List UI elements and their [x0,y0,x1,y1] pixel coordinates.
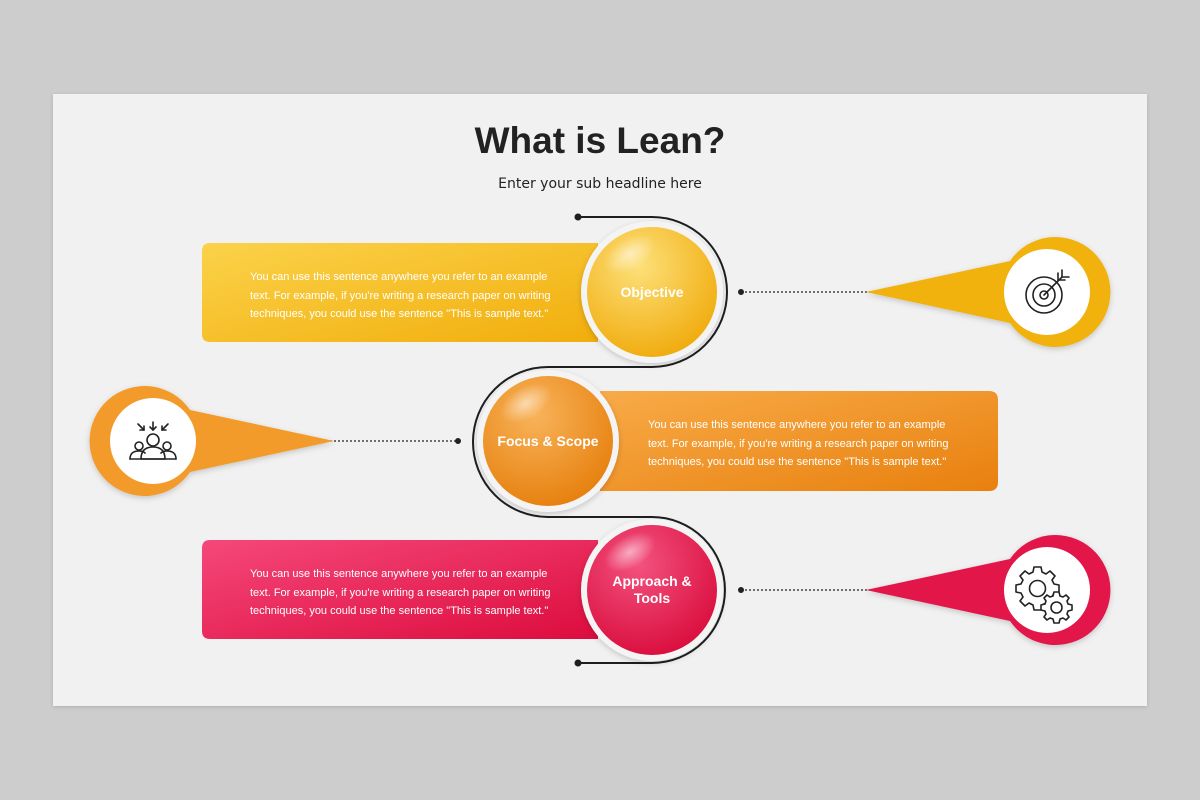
flow-end-dot [574,659,582,667]
objective-pin [866,237,1111,347]
focus-pin [89,385,334,496]
approach-pin [866,535,1111,645]
objective-label: Objective [620,284,684,300]
focus-label: Focus & Scope [497,433,599,449]
flow-line [472,216,728,664]
page-subtitle: Enter your sub headline here [498,176,702,192]
objective-text-bar [202,243,598,342]
gears-icon [1015,566,1073,624]
approach-text-bar [202,540,598,639]
focus-description: You can use this sentence anywhere you r… [648,419,949,468]
target-icon [1025,269,1070,314]
objective-circle [581,221,723,363]
approach-description: You can use this sentence anywhere you r… [250,568,551,617]
team-focus-icon [129,421,177,460]
approach-circle [581,519,723,661]
page-title: What is Lean? [474,120,726,161]
flow-start-dot [574,213,582,221]
focus-circle [477,370,619,512]
focus-text-bar [600,391,998,491]
objective-description: You can use this sentence anywhere you r… [250,271,551,320]
approach-label: Approach & Tools [612,573,692,606]
